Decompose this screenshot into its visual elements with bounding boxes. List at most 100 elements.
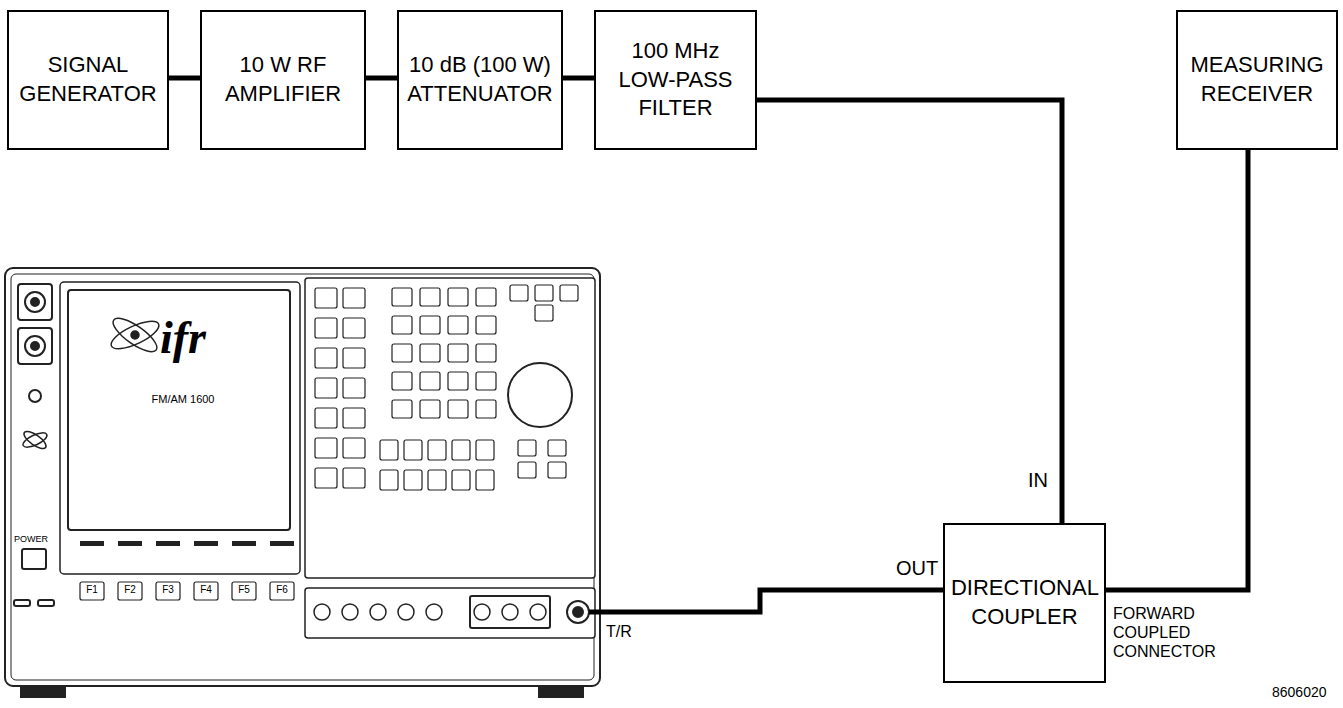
- key: [315, 408, 337, 428]
- figure-number: 8606020: [1272, 684, 1327, 701]
- jack-connector: [474, 604, 490, 620]
- key: [315, 468, 337, 488]
- key-label: F1: [80, 584, 104, 596]
- key: [560, 285, 578, 301]
- key: [315, 378, 337, 398]
- jack-connector: [530, 604, 546, 620]
- key: [380, 440, 398, 460]
- display-screen: [68, 290, 290, 530]
- key: [452, 440, 470, 460]
- key: [420, 372, 440, 390]
- key: [392, 344, 412, 362]
- signal-cable: [563, 76, 594, 81]
- jack-connector: [398, 604, 414, 620]
- brand-logo: ifr: [160, 310, 206, 365]
- node-label: 10 W RF AMPLIFIER: [210, 51, 356, 108]
- key-label: F2: [118, 584, 142, 596]
- keypad-panel: [305, 278, 595, 578]
- key: [510, 285, 528, 301]
- node-label: 10 dB (100 W) ATTENUATOR: [407, 51, 553, 108]
- key: [420, 316, 440, 334]
- intensity-knob: [29, 390, 41, 402]
- instrument-bezel: [11, 274, 594, 680]
- signal-cable: [169, 76, 200, 81]
- node-label: SIGNAL GENERATOR: [17, 51, 159, 108]
- key: [232, 582, 256, 600]
- key: [420, 344, 440, 362]
- key: [548, 462, 566, 478]
- key: [452, 470, 470, 490]
- key: [448, 400, 468, 418]
- key: [548, 440, 566, 456]
- jack-connector: [314, 604, 330, 620]
- key: [392, 400, 412, 418]
- signal-cable: [757, 100, 1062, 523]
- jack-connector: [370, 604, 386, 620]
- process-box: MEASURING RECEIVER: [1176, 10, 1338, 150]
- process-box: SIGNAL GENERATOR: [7, 10, 169, 150]
- soft-key: [270, 541, 294, 546]
- jack-connector: [342, 604, 358, 620]
- test-set: FM/AM 1600: [5, 268, 600, 686]
- duplex-connector: [25, 336, 45, 356]
- jack-connector: [502, 604, 518, 620]
- indicator-lamp: [14, 600, 30, 606]
- data-knob: [508, 363, 572, 427]
- control-label: POWER: [14, 534, 48, 545]
- key: [315, 288, 337, 308]
- key: [476, 470, 494, 490]
- node-label: MEASURING RECEIVER: [1186, 51, 1328, 108]
- antenna-connector-pin: [31, 298, 39, 306]
- jack-connector: [426, 604, 442, 620]
- soft-key: [80, 541, 104, 546]
- key-label: F4: [194, 584, 218, 596]
- key: [518, 462, 536, 478]
- process-box: 10 dB (100 W) ATTENUATOR: [397, 10, 563, 150]
- indicator-lamp: [38, 600, 54, 606]
- rf-connector-group: [470, 596, 550, 628]
- key: [380, 470, 398, 490]
- port-label: IN: [1028, 468, 1048, 492]
- key: [343, 348, 365, 368]
- key: [428, 440, 446, 460]
- soft-key: [156, 541, 180, 546]
- node-label: 100 MHz LOW-PASS FILTER: [604, 37, 747, 123]
- antenna-connector: [25, 292, 45, 312]
- key: [476, 372, 496, 390]
- key: [156, 582, 180, 600]
- node-label: DIRECTIONAL COUPLER: [951, 574, 1098, 631]
- key: [476, 400, 496, 418]
- key-label: F6: [270, 584, 294, 596]
- soft-key: [232, 541, 256, 546]
- key: [518, 440, 536, 456]
- soft-key: [194, 541, 218, 546]
- duplex-connector-frame: [18, 328, 52, 364]
- key: [535, 285, 553, 301]
- key: [420, 288, 440, 306]
- key: [476, 288, 496, 306]
- key: [448, 344, 468, 362]
- signal-cable: [1106, 150, 1248, 590]
- ifr-logo: [21, 313, 162, 452]
- signal-cable: [600, 590, 943, 612]
- key: [392, 372, 412, 390]
- key: [343, 408, 365, 428]
- key: [315, 438, 337, 458]
- cable-stub: [589, 610, 600, 615]
- key: [118, 582, 142, 600]
- key-label: F5: [232, 584, 256, 596]
- key: [535, 305, 553, 321]
- power-button: [22, 549, 46, 569]
- key: [343, 378, 365, 398]
- key: [343, 318, 365, 338]
- port-label: T/R: [606, 622, 632, 641]
- key: [448, 288, 468, 306]
- duplex-connector-pin: [31, 342, 39, 350]
- key: [315, 348, 337, 368]
- key-label: F3: [156, 584, 180, 596]
- key: [392, 316, 412, 334]
- display-bezel: [60, 282, 300, 574]
- tr-connector: [567, 601, 589, 623]
